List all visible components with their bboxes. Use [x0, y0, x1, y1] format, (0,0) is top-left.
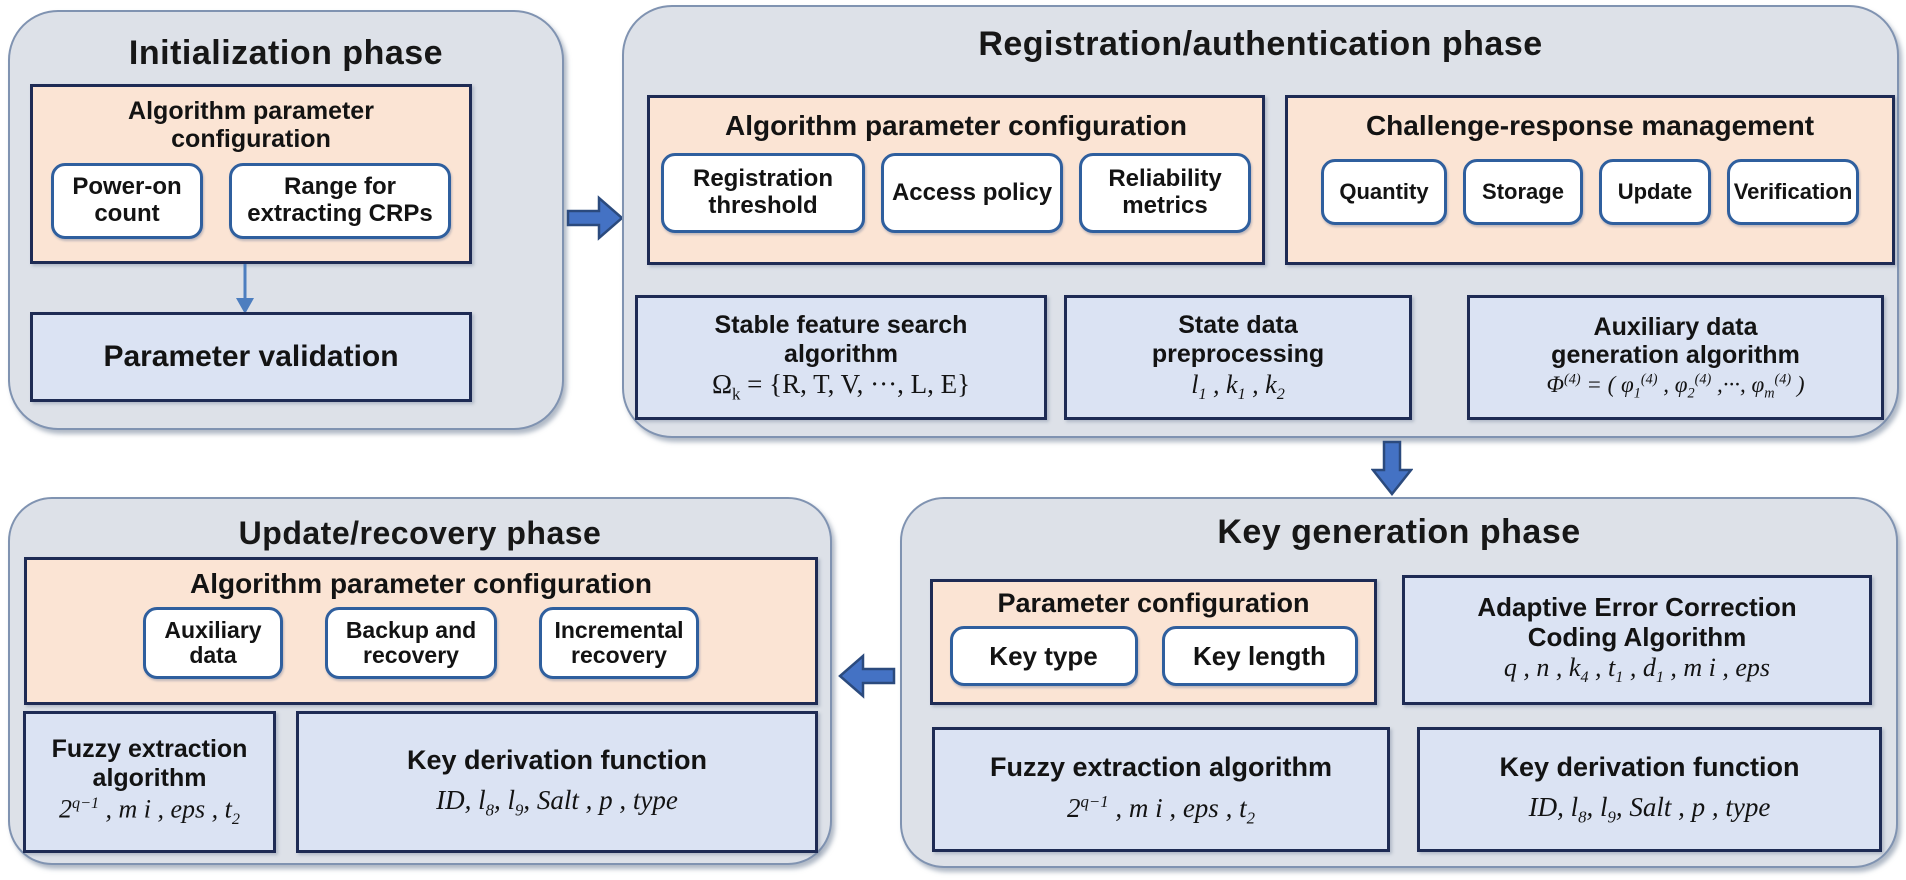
keygen-key-derivation-title: Key derivation function [1499, 752, 1800, 783]
challenge-response-management-box: Challenge-response management Quantity S… [1285, 95, 1895, 265]
arrow-config-to-validation-icon [232, 264, 258, 314]
stable-feature-search-box: Stable feature search algorithm Ωk = {R,… [635, 295, 1047, 420]
keygen-parameter-configuration-box: Parameter configuration Key type Key len… [930, 579, 1377, 705]
keygen-fuzzy-extraction-title: Fuzzy extraction algorithm [989, 751, 1333, 782]
reg-config-title: Algorithm parameter configuration [724, 110, 1188, 141]
adaptive-ecc-title: Adaptive Error Correction Coding Algorit… [1477, 592, 1797, 653]
auxiliary-data-generation-title: Auxiliary data generation algorithm [1551, 312, 1800, 370]
update-box: Update [1599, 159, 1711, 226]
verification-box: Verification [1727, 159, 1859, 226]
stable-feature-search-formula: Ωk = {R, T, V, ···, L, E} [711, 369, 971, 404]
quantity-box: Quantity [1321, 159, 1447, 226]
upd-config-title: Algorithm parameter configuration [189, 568, 653, 599]
phase-registration-title: Registration/authentication phase [978, 25, 1543, 63]
state-data-preprocessing-title: State data preprocessing [1151, 311, 1325, 369]
reg-algorithm-parameter-configuration-box: Algorithm parameter configuration Regist… [647, 95, 1265, 265]
auxiliary-data-generation-box: Auxiliary data generation algorithm Φ(4)… [1467, 295, 1884, 420]
adaptive-ecc-box: Adaptive Error Correction Coding Algorit… [1402, 575, 1872, 705]
keygen-fuzzy-extraction-box: Fuzzy extraction algorithm 2q−1 , m i , … [932, 727, 1390, 852]
auxiliary-data-generation-formula: Φ(4) = ( φ1(4) , φ2(4) ,···, φm(4) ) [1546, 371, 1805, 402]
range-extracting-crps-box: Range for extracting CRPs [229, 163, 451, 239]
storage-box: Storage [1463, 159, 1583, 226]
phase-initialization-title: Initialization phase [128, 34, 444, 72]
registration-threshold-box: Registration threshold [661, 153, 865, 234]
phase-registration: Registration/authentication phase Algori… [622, 5, 1899, 438]
parameter-validation-label: Parameter validation [103, 339, 399, 373]
init-config-title: Algorithm parameter configuration [128, 97, 374, 153]
state-data-preprocessing-box: State data preprocessing l1 , k1 , k2 [1064, 295, 1412, 420]
keygen-fuzzy-extraction-formula: 2q−1 , m i , eps , t2 [1067, 791, 1255, 828]
parameter-validation-box: Parameter validation [30, 312, 472, 402]
access-policy-box: Access policy [881, 153, 1063, 234]
upd-key-derivation-formula: ID, l8, l9, Salt , p , type [436, 784, 678, 820]
stable-feature-search-title: Stable feature search algorithm [714, 310, 968, 368]
upd-key-derivation-box: Key derivation function ID, l8, l9, Salt… [296, 711, 818, 853]
phase-initialization: Initialization phase Algorithm parameter… [8, 10, 564, 430]
challenge-response-title: Challenge-response management [1365, 110, 1815, 141]
upd-fuzzy-extraction-formula: 2q−1 , m i , eps , t2 [59, 794, 240, 828]
arrow-registration-to-keygen-icon [1370, 440, 1414, 497]
phase-key-generation: Key generation phase Parameter configura… [900, 497, 1898, 868]
upd-algorithm-parameter-configuration-box: Algorithm parameter configuration Auxili… [24, 557, 818, 705]
reliability-metrics-box: Reliability metrics [1079, 153, 1251, 234]
state-data-preprocessing-formula: l1 , k1 , k2 [1191, 369, 1285, 403]
upd-fuzzy-extraction-title: Fuzzy extraction algorithm [51, 735, 248, 793]
keygen-config-title: Parameter configuration [997, 588, 1310, 618]
upd-fuzzy-extraction-box: Fuzzy extraction algorithm 2q−1 , m i , … [23, 711, 276, 853]
upd-key-derivation-title: Key derivation function [406, 744, 708, 775]
arrow-init-to-registration-icon [566, 194, 624, 242]
init-algorithm-parameter-configuration-box: Algorithm parameter configuration Power-… [30, 84, 472, 264]
keygen-key-derivation-formula: ID, l8, l9, Salt , p , type [1528, 792, 1771, 827]
auxiliary-data-box: Auxiliary data [143, 607, 283, 680]
incremental-recovery-box: Incremental recovery [539, 607, 699, 680]
key-type-box: Key type [949, 626, 1138, 687]
backup-and-recovery-box: Backup and recovery [325, 607, 497, 680]
keygen-key-derivation-box: Key derivation function ID, l8, l9, Salt… [1417, 727, 1882, 852]
phase-key-generation-title: Key generation phase [1217, 513, 1581, 551]
power-on-count-box: Power-on count [51, 163, 203, 239]
phase-update-recovery-title: Update/recovery phase [238, 515, 602, 551]
adaptive-ecc-formula: q , n , k4 , t1 , d1 , m i , eps [1503, 652, 1771, 687]
phase-update-recovery: Update/recovery phase Algorithm paramete… [8, 497, 832, 865]
arrow-keygen-to-update-icon [838, 652, 896, 700]
key-length-box: Key length [1161, 626, 1358, 687]
